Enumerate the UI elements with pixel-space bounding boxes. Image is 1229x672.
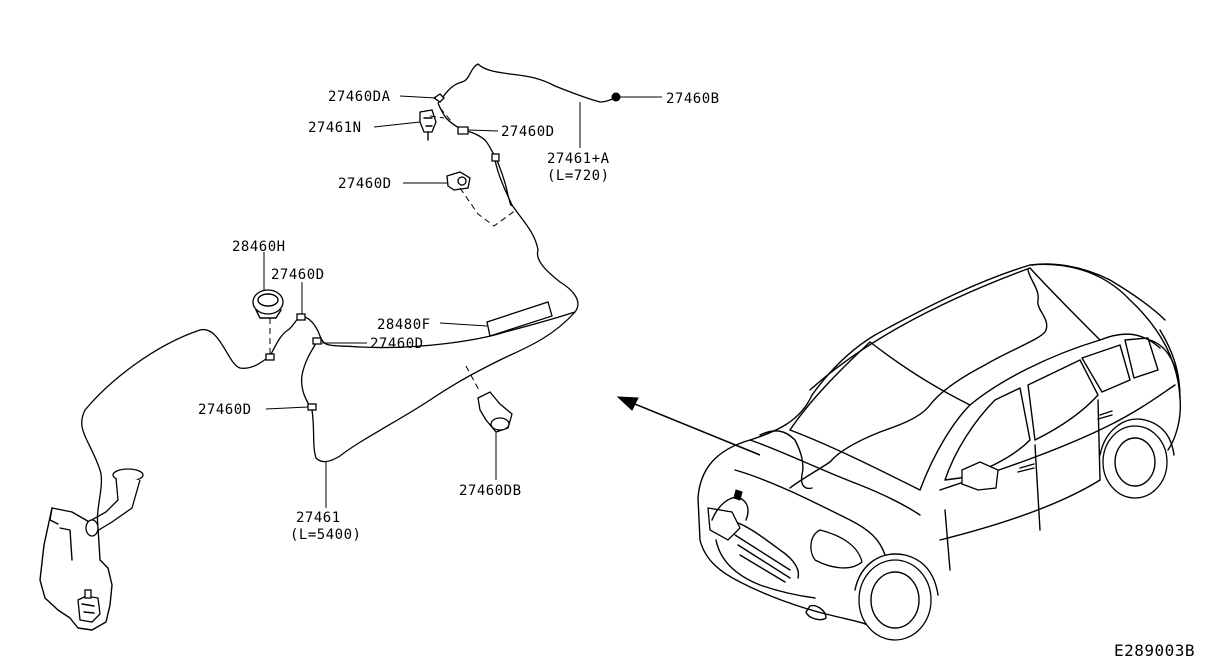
label-27460D-right: 27460D [370,336,424,352]
label-27461: 27461 [296,510,341,526]
label-28460H: 28460H [232,239,286,255]
label-27460D-left: 27460D [198,402,252,418]
check-valve-27461N [419,109,437,141]
nozzle-27460DB [477,391,513,433]
tank-cap-28460H [252,289,284,319]
vehicle-illustration [697,263,1182,641]
location-arrow [616,396,761,456]
label-27460D-tank: 27460D [271,267,325,283]
main-washer-hose [81,159,579,526]
label-27460D-top: 27460D [501,124,555,140]
hose-clips [265,153,500,411]
connector-27460D-top [457,126,469,135]
part-labels: 27460DA 27461N 27460D 27460B 27461+A (L=… [198,89,1195,660]
diagram-code: E289003B [1114,641,1195,660]
label-27460B: 27460B [666,91,720,107]
upper-washer-hose [437,63,616,207]
label-28480F: 28480F [377,317,431,333]
leader-lines [263,95,662,508]
label-28480F [486,301,553,337]
label-27460DA: 27460DA [328,89,391,105]
label-27461-length: (L=5400) [290,527,361,543]
washer-tank [39,507,113,631]
label-27461A-length: (L=720) [547,168,610,184]
joint-27460DA [432,93,445,103]
label-27461A: 27461+A [547,151,610,167]
washer-filler-neck [85,468,144,537]
label-27460DB: 27460DB [459,483,522,499]
label-27461N: 27461N [308,120,362,136]
install-lines [269,107,517,393]
nozzle-27460D-mid [446,171,471,191]
label-27460D-mid: 27460D [338,176,392,192]
